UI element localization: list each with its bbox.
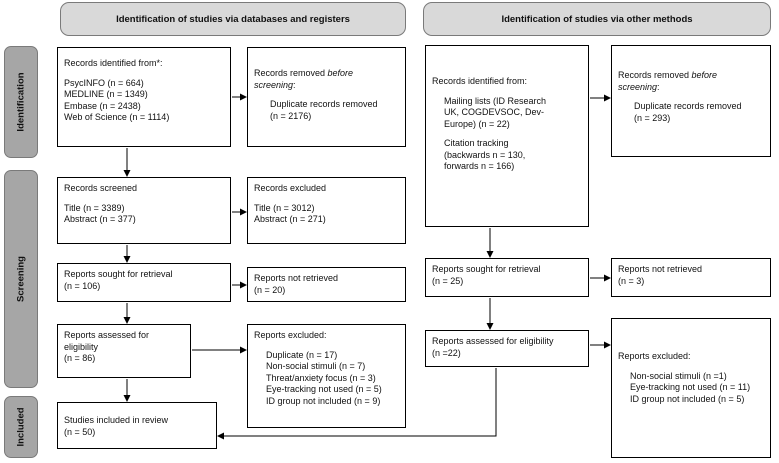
other-reports-not-retrieved-count: (n = 3) — [618, 275, 645, 286]
excluded-non-social: Non-social stimuli (n = 7) — [266, 361, 366, 372]
other-records-identified-title: Records identified from: — [432, 76, 528, 86]
citation-tracking-line3: forwards n = 166) — [444, 161, 515, 172]
reports-not-retrieved-count: (n = 20) — [254, 284, 286, 295]
records-excluded: Records excluded Title (n = 3012) Abstra… — [247, 177, 406, 244]
excluded-no-eye-tracking: Eye-tracking not used (n = 5) — [266, 384, 382, 395]
other-reports-sought-label: Reports sought for retrieval — [432, 264, 541, 274]
phase-included: Included — [4, 396, 38, 458]
records-removed-title-text: Records removed — [254, 68, 328, 78]
reports-assessed-databases: Reports assessed for eligibility (n = 86… — [57, 324, 191, 378]
header-other-methods: Identification of studies via other meth… — [423, 2, 771, 36]
mailing-lists-line3: Europe) (n = 22) — [444, 118, 510, 129]
records-identified-databases: Records identified from*: PsycINFO (n = … — [57, 47, 231, 147]
phase-screening: Screening — [4, 170, 38, 388]
citation-tracking-line2: (backwards n = 130, — [444, 149, 526, 160]
records-removed-title-screening: screening — [254, 79, 294, 90]
other-records-removed-title-before: before — [691, 70, 718, 80]
records-screened: Records screened Title (n = 3389) Abstra… — [57, 177, 231, 244]
other-reports-assessed-count: (n =22) — [432, 347, 461, 358]
records-removed-title-before: before — [327, 68, 354, 78]
records-identified-title: Records identified from*: — [64, 58, 163, 68]
header-databases-label: Identification of studies via databases … — [116, 13, 350, 25]
source-medline: MEDLINE (n = 1349) — [64, 89, 148, 100]
studies-included-count: (n = 50) — [64, 426, 96, 437]
reports-assessed-label-cont: eligibility — [64, 341, 99, 352]
reports-not-retrieved-other: Reports not retrieved (n = 3) — [611, 258, 771, 297]
other-duplicates-removed-label: Duplicate records removed — [634, 101, 742, 112]
excluded-threat-anxiety: Threat/anxiety focus (n = 3) — [266, 372, 376, 383]
records-screened-title-count: Title (n = 3389) — [64, 202, 125, 213]
other-records-removed-title: Records removed before — [618, 70, 764, 82]
records-removed-databases: Records removed before screening: Duplic… — [247, 47, 406, 147]
reports-excluded-title: Reports excluded: — [254, 330, 327, 340]
other-records-removed-title-text: Records removed — [618, 70, 692, 80]
reports-sought-label: Reports sought for retrieval — [64, 269, 173, 279]
other-records-removed-title-screening: screening — [618, 81, 658, 92]
records-removed-title-colon: : — [293, 79, 296, 90]
reports-sought-count: (n = 106) — [64, 280, 101, 291]
studies-included-label: Studies included in review — [64, 415, 169, 425]
reports-excluded-databases: Reports excluded: Duplicate (n = 17) Non… — [247, 324, 406, 428]
reports-excluded-other: Reports excluded: Non-social stimuli (n … — [611, 318, 771, 458]
reports-sought-databases: Reports sought for retrieval (n = 106) — [57, 263, 231, 302]
other-excluded-non-social: Non-social stimuli (n =1) — [630, 370, 727, 381]
other-excluded-no-eye-tracking: Eye-tracking not used (n = 11) — [630, 382, 751, 393]
duplicates-removed-label: Duplicate records removed — [270, 99, 378, 110]
records-removed-other: Records removed before screening: Duplic… — [611, 45, 771, 157]
records-excluded-title: Records excluded — [254, 183, 327, 193]
header-databases: Identification of studies via databases … — [60, 2, 406, 36]
records-removed-title-cont: screening: — [254, 80, 399, 92]
excluded-no-id-group: ID group not included (n = 9) — [266, 395, 381, 406]
other-records-removed-title-cont: screening: — [618, 82, 764, 94]
reports-assessed-count: (n = 86) — [64, 353, 96, 364]
reports-assessed-other: Reports assessed for eligibility (n =22) — [425, 330, 589, 367]
records-screened-abstract-count: Abstract (n = 377) — [64, 214, 136, 225]
other-reports-excluded-title: Reports excluded: — [618, 351, 691, 361]
mailing-lists-line1: Mailing lists (ID Research — [444, 95, 547, 106]
other-records-removed-title-colon: : — [657, 81, 660, 92]
reports-not-retrieved-databases: Reports not retrieved (n = 20) — [247, 267, 406, 302]
other-duplicates-removed-count: (n = 293) — [634, 112, 671, 123]
studies-included: Studies included in review (n = 50) — [57, 402, 217, 449]
arrow-other-assessed-to-included — [217, 368, 497, 440]
phase-identification: Identification — [4, 46, 38, 158]
source-web-of-science: Web of Science (n = 1114) — [64, 112, 170, 123]
source-embase: Embase (n = 2438) — [64, 100, 141, 111]
records-excluded-abstract-count: Abstract (n = 271) — [254, 214, 326, 225]
records-excluded-title-count: Title (n = 3012) — [254, 202, 315, 213]
records-removed-title: Records removed before — [254, 68, 399, 80]
reports-sought-other: Reports sought for retrieval (n = 25) — [425, 258, 589, 297]
reports-assessed-label: Reports assessed for — [64, 330, 150, 340]
mailing-lists-line2: UK, COGDEVSOC, Dev- — [444, 107, 545, 118]
citation-tracking-line1: Citation tracking — [444, 138, 509, 149]
records-identified-other: Records identified from: Mailing lists (… — [425, 45, 589, 227]
other-reports-assessed-label: Reports assessed for eligibility — [432, 336, 554, 346]
source-psycinfo: PsycINFO (n = 664) — [64, 77, 144, 88]
other-reports-sought-count: (n = 25) — [432, 275, 464, 286]
other-excluded-no-id-group: ID group not included (n = 5) — [630, 393, 745, 404]
duplicates-removed-count: (n = 2176) — [270, 110, 312, 121]
header-other-methods-label: Identification of studies via other meth… — [501, 13, 693, 25]
records-screened-title: Records screened — [64, 183, 138, 193]
excluded-duplicate: Duplicate (n = 17) — [266, 349, 338, 360]
reports-not-retrieved-label: Reports not retrieved — [254, 273, 339, 283]
other-reports-not-retrieved-label: Reports not retrieved — [618, 264, 703, 274]
